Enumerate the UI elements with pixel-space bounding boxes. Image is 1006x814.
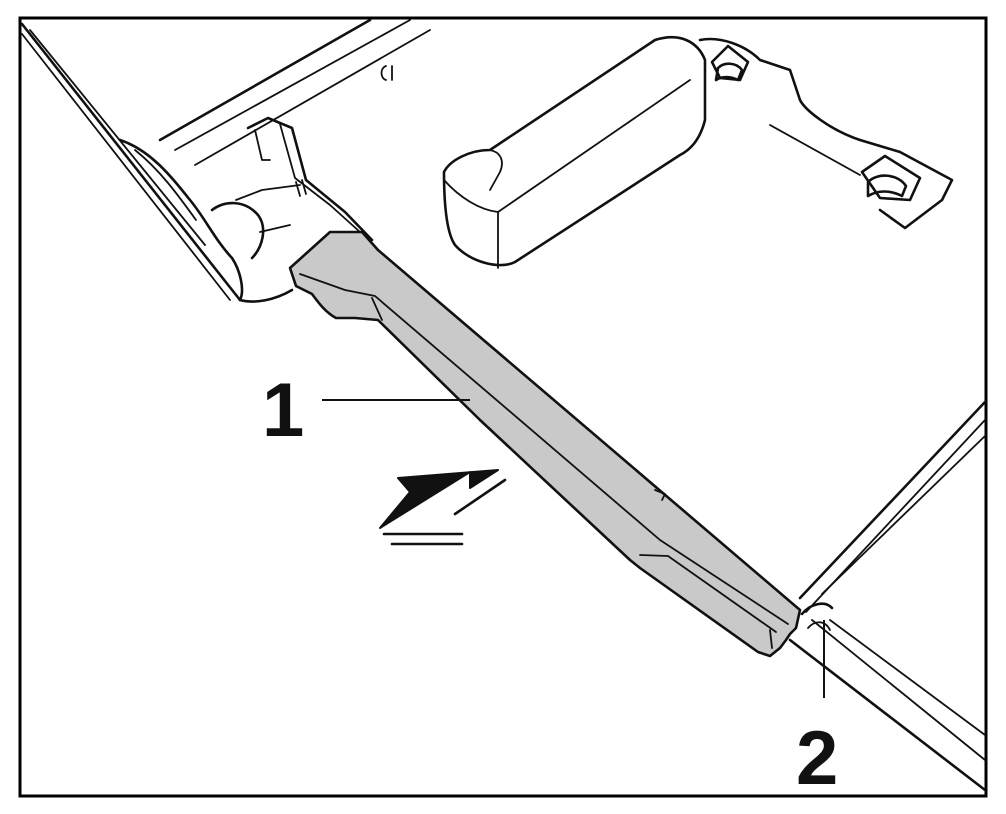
clip-upper — [710, 44, 750, 82]
rail-end-notch — [788, 400, 987, 792]
clip-lower — [860, 154, 922, 202]
shelf-upper-left — [20, 18, 431, 303]
callout-label-1: 1 — [262, 368, 304, 453]
pull-direction-arrow-icon — [379, 469, 507, 546]
rail-body — [288, 230, 802, 658]
callout-label-2: 2 — [796, 716, 838, 801]
shelf-right-panel — [698, 37, 954, 230]
shelf-rail-part — [288, 230, 802, 658]
drawer-block — [442, 35, 707, 269]
